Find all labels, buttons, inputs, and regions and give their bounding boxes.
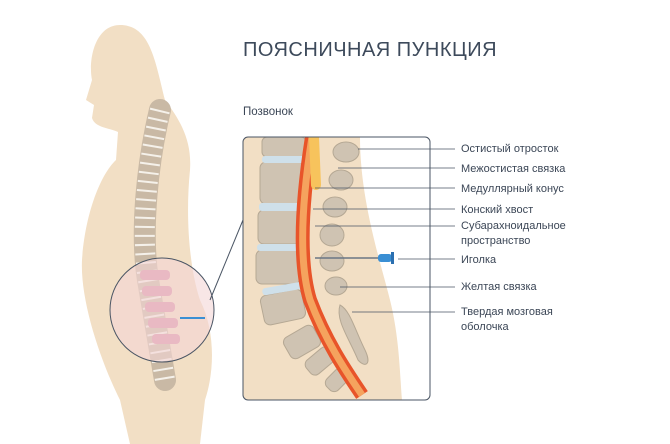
label-needle: Иголка — [461, 254, 497, 266]
label-interspinous-ligament: Межостистая связка — [461, 163, 566, 175]
cauda-equina — [299, 137, 365, 397]
label-subarachnoid-space: Субарахноидальное пространство — [461, 220, 566, 247]
discs — [257, 156, 306, 296]
label-dura-mater: Твердая мозговая оболочка — [461, 306, 553, 333]
inset-label: Позвонок — [243, 106, 293, 118]
label-cauda-equina: Конский хвост — [461, 204, 534, 216]
inset-panel — [242, 136, 431, 401]
label-spinous-process: Остистый отросток — [461, 143, 559, 155]
medullary-cone — [309, 137, 321, 190]
label-medullary-cone: Медуллярный конус — [461, 183, 564, 195]
label-yellow-ligament: Желтая связка — [461, 281, 537, 293]
leader-lines — [313, 148, 455, 313]
highlighted-vertebrae — [140, 270, 180, 344]
page-title: ПОЯСНИЧНАЯ ПУНКЦИЯ — [243, 39, 498, 61]
spinous-processes — [319, 141, 369, 365]
needle-icon — [315, 252, 394, 264]
